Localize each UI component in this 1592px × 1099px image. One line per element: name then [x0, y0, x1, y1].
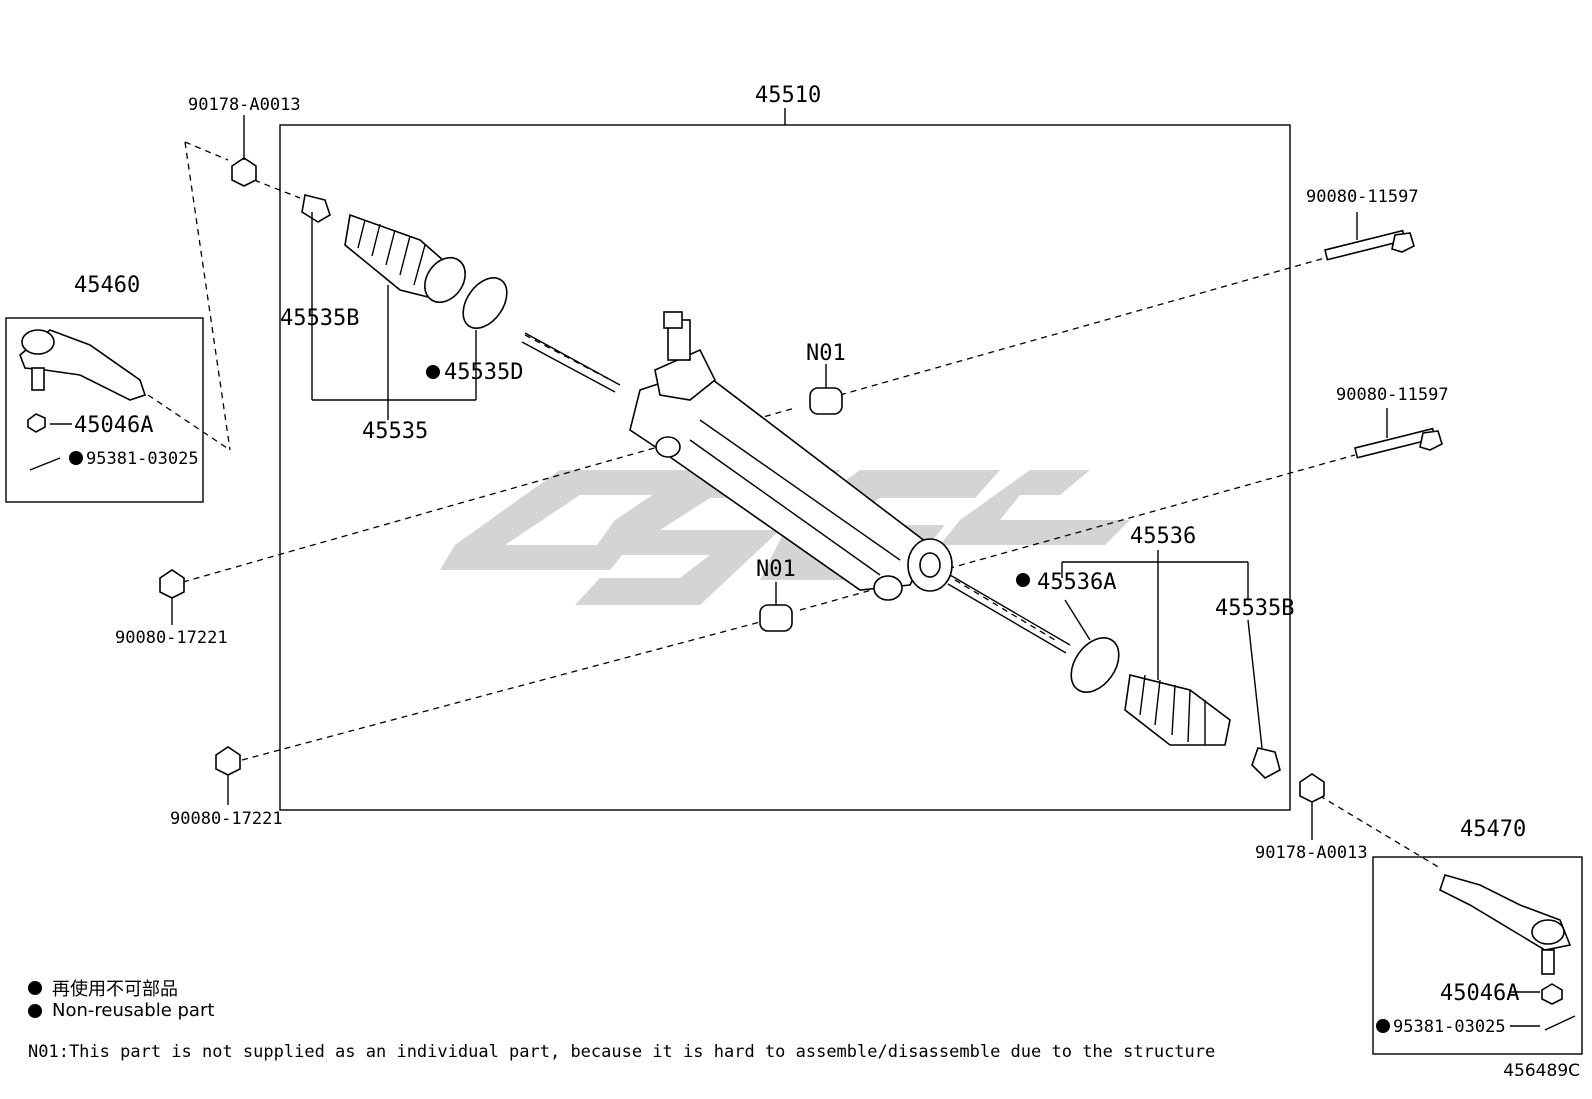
legend-en: Non-reusable part	[28, 1000, 214, 1021]
clip-right	[1251, 747, 1281, 779]
tie-rod-end-left	[19, 329, 147, 471]
boot-right	[1124, 674, 1231, 746]
legend-jp: 再使用不可部品	[28, 975, 178, 1001]
bolt-upper-1	[1324, 229, 1415, 261]
boot-left	[344, 213, 466, 304]
clamp-left	[462, 277, 508, 329]
tie-end-right-frame	[1372, 856, 1583, 1055]
nonreusable-marker	[1016, 573, 1030, 587]
clip-left	[301, 194, 331, 223]
label-bushing-lower: N01	[756, 557, 796, 582]
label-tie-end-right: 45470	[1460, 817, 1526, 842]
nut-bottom-right	[1299, 773, 1325, 803]
label-tie-end-left: 45460	[74, 273, 140, 298]
nut-flange-2	[215, 746, 241, 776]
label-bolt-tl: 90178-A0013	[188, 95, 301, 115]
nonreusable-marker	[426, 365, 440, 379]
legend-en-text: Non-reusable part	[52, 1000, 215, 1021]
label-boot-left: 45535	[362, 419, 428, 444]
label-bolt-br: 90178-A0013	[1255, 843, 1368, 863]
nut-flange-1	[159, 569, 185, 599]
footnote: N01:This part is not supplied as an indi…	[28, 1042, 1216, 1062]
label-bushing-upper: N01	[806, 341, 846, 366]
label-pin-right: 95381-03025	[1393, 1017, 1506, 1037]
label-clip-right: 45535B	[1215, 596, 1294, 621]
nut-top-left	[231, 157, 257, 187]
bushing-upper	[809, 387, 843, 415]
bolt-upper-2	[1354, 427, 1443, 459]
label-clamp-right: 45536A	[1037, 570, 1116, 595]
label-clamp-left: 45535D	[444, 360, 523, 385]
label-nut-right: 45046A	[1440, 981, 1519, 1006]
label-nut-flange-1: 90080-17221	[115, 628, 228, 648]
clamp-right	[1070, 637, 1120, 693]
label-nut-flange-2: 90080-17221	[170, 809, 283, 829]
tie-end-left-frame	[5, 317, 204, 503]
nonreusable-marker	[69, 451, 83, 465]
nonreusable-dot-icon	[28, 981, 42, 995]
illustration-code: 456489C	[1503, 1061, 1580, 1081]
bushing-lower	[759, 604, 793, 632]
label-pin-left: 95381-03025	[86, 449, 199, 469]
label-clip-left: 45535B	[280, 306, 359, 331]
label-nut-left: 45046A	[74, 413, 153, 438]
nonreusable-marker	[1376, 1019, 1390, 1033]
tie-rod-end-right	[1439, 874, 1576, 1031]
leader-lines	[50, 115, 1540, 1027]
label-bolt-long-2: 90080-11597	[1336, 385, 1449, 405]
label-boot-right: 45536	[1130, 524, 1196, 549]
legend-jp-text: 再使用不可部品	[52, 979, 178, 1000]
label-bolt-long-1: 90080-11597	[1306, 187, 1419, 207]
label-main-assembly: 45510	[755, 83, 821, 108]
steering-rack	[521, 311, 1071, 654]
nonreusable-dot-icon	[28, 1003, 42, 1018]
